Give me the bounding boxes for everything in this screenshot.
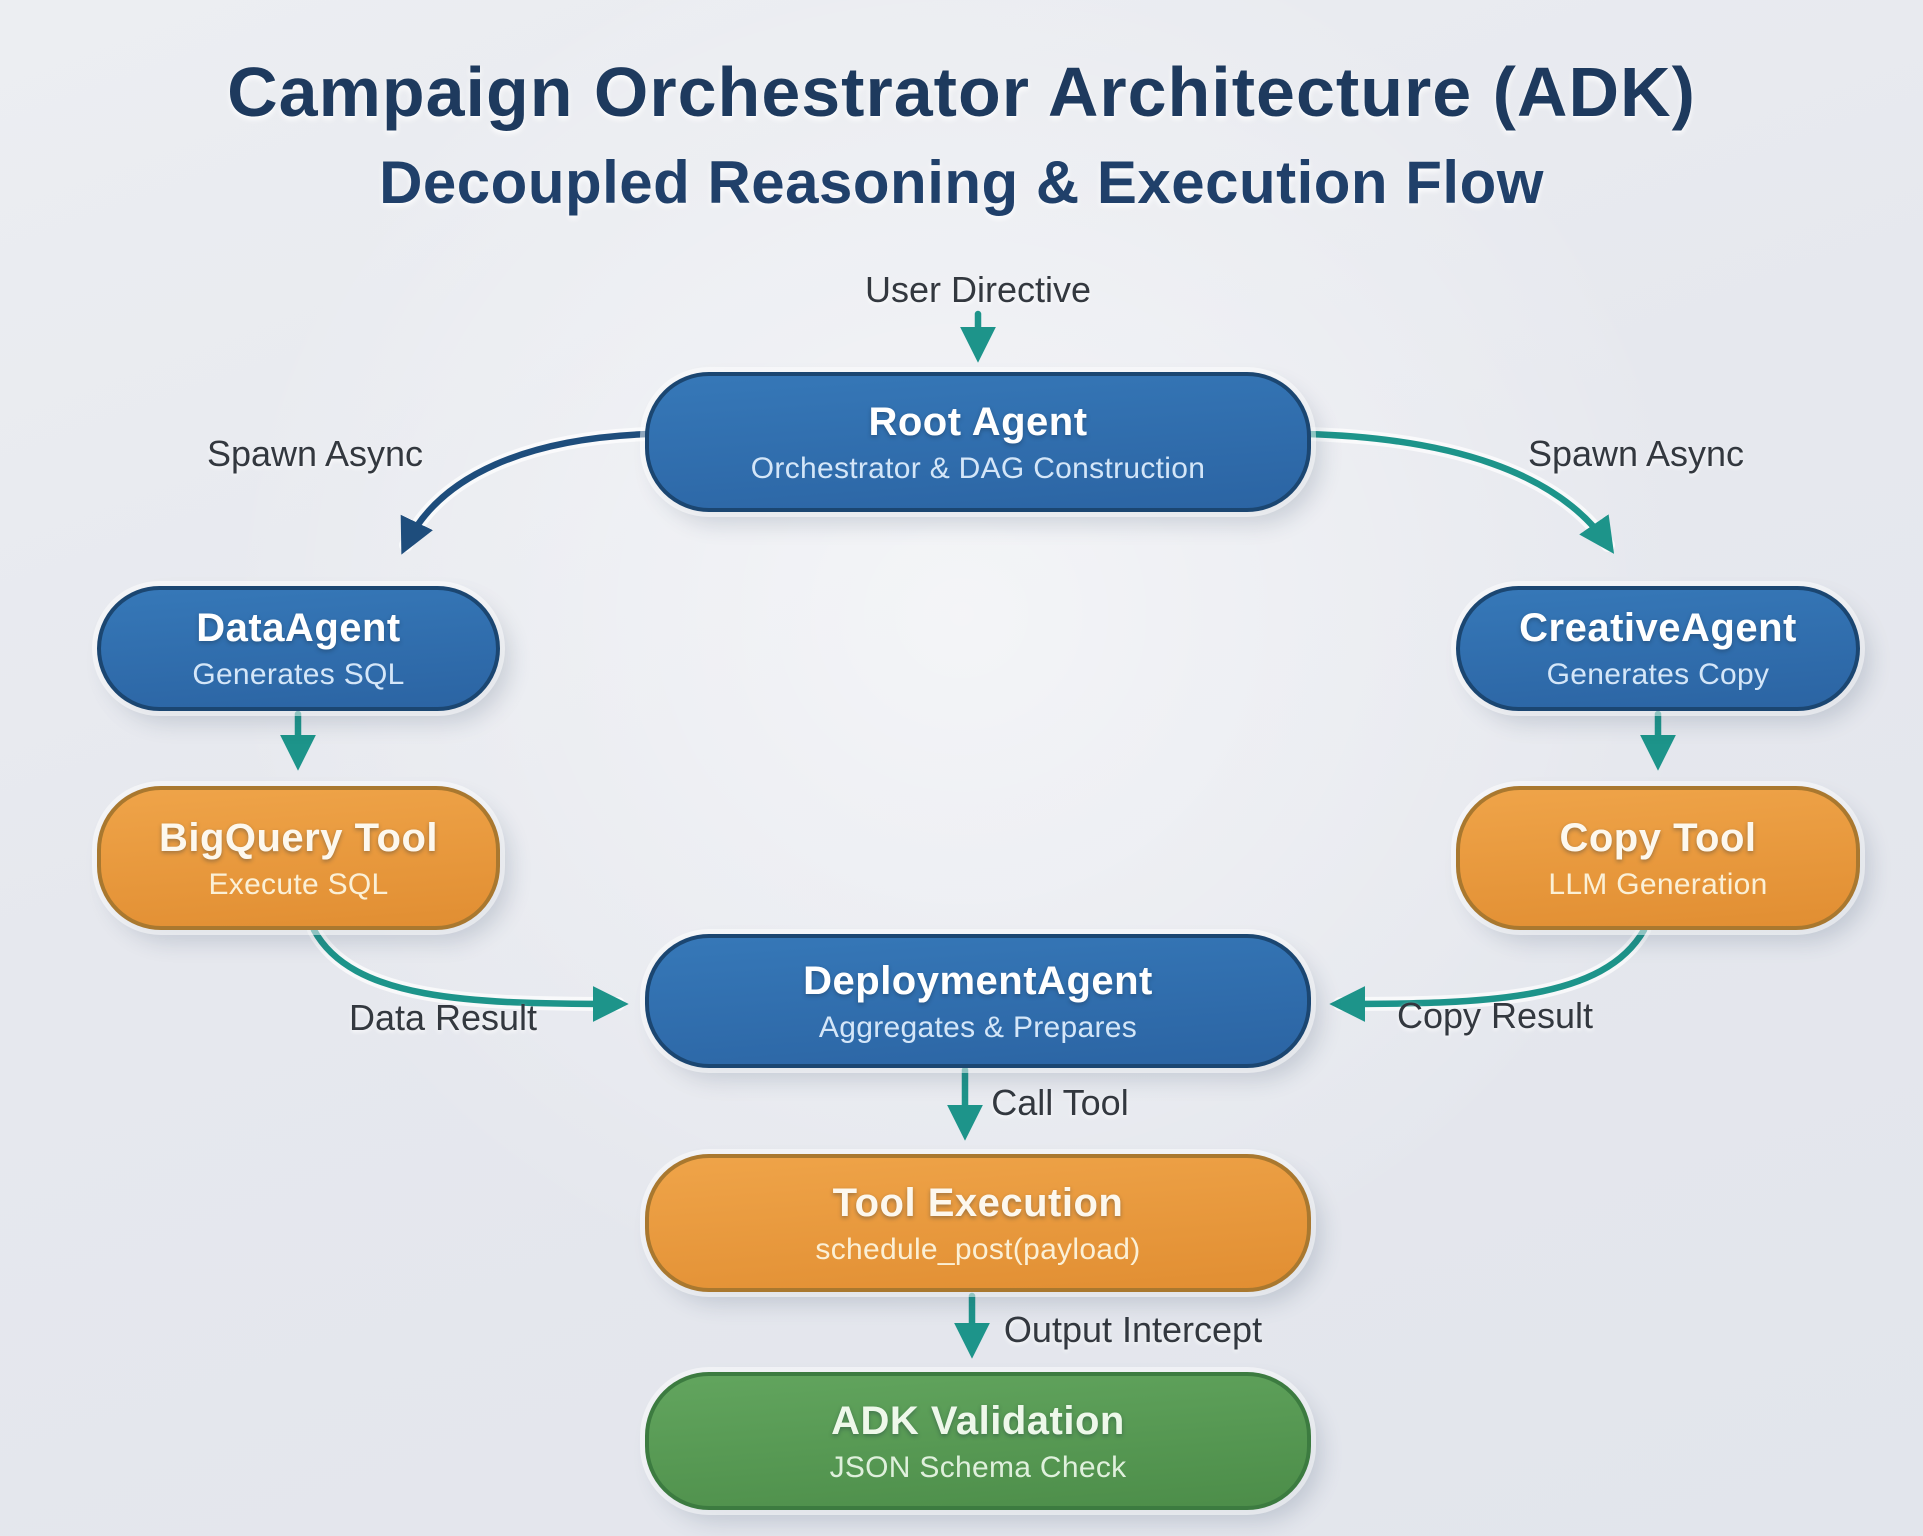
node-root-agent: Root Agent Orchestrator & DAG Constructi… — [645, 372, 1311, 512]
edge-spawn-async-left — [400, 430, 654, 555]
node-data-agent-title: DataAgent — [196, 606, 401, 650]
edge-label-spawn-async-right: Spawn Async — [1527, 433, 1745, 474]
node-deployment-agent-subtitle: Aggregates & Prepares — [818, 1010, 1138, 1044]
node-data-agent-subtitle: Generates SQL — [192, 658, 405, 691]
node-bigquery-tool-title: BigQuery Tool — [158, 815, 439, 860]
node-creative-agent-title: CreativeAgent — [1519, 606, 1797, 650]
node-creative-agent: CreativeAgent Generates Copy — [1456, 586, 1860, 711]
node-copy-tool-title: Copy Tool — [1559, 815, 1757, 860]
node-data-agent: DataAgent Generates SQL — [97, 586, 500, 711]
node-copy-tool-subtitle: LLM Generation — [1548, 867, 1768, 901]
node-root-agent-title: Root Agent — [868, 399, 1088, 444]
edge-label-call-tool: Call Tool — [991, 1082, 1129, 1123]
node-adk-validation-title: ADK Validation — [831, 1398, 1125, 1443]
page-title: Campaign Orchestrator Architecture (ADK) — [227, 53, 1696, 131]
edge-copy-result — [1329, 926, 1648, 1022]
edge-halo-data-result — [307, 923, 625, 1011]
edge-label-spawn-async-left: Spawn Async — [206, 433, 424, 474]
edge-label-user-directive: User Directive — [864, 269, 1092, 310]
node-creative-agent-subtitle: Generates Copy — [1546, 658, 1770, 691]
edge-label-copy-result: Copy Result — [1396, 995, 1594, 1036]
node-copy-tool: Copy Tool LLM Generation — [1456, 786, 1860, 930]
node-adk-validation: ADK Validation JSON Schema Check — [645, 1372, 1311, 1510]
node-tool-execution-title: Tool Execution — [832, 1180, 1124, 1225]
node-bigquery-tool: BigQuery Tool Execute SQL — [97, 786, 500, 930]
edge-label-data-result: Data Result — [348, 997, 538, 1038]
node-deployment-agent: DeploymentAgent Aggregates & Prepares — [645, 934, 1311, 1068]
node-bigquery-tool-subtitle: Execute SQL — [208, 867, 389, 901]
node-root-agent-subtitle: Orchestrator & DAG Construction — [750, 451, 1206, 485]
edge-spawn-async-right — [1302, 430, 1615, 554]
node-adk-validation-subtitle: JSON Schema Check — [829, 1450, 1127, 1484]
node-deployment-agent-title: DeploymentAgent — [803, 958, 1153, 1003]
edge-halo-copy-result — [1333, 923, 1651, 1011]
edge-label-output-intercept: Output Intercept — [1003, 1309, 1263, 1350]
node-tool-execution: Tool Execution schedule_post(payload) — [645, 1154, 1311, 1292]
edge-data-result — [310, 926, 629, 1022]
node-tool-execution-subtitle: schedule_post(payload) — [815, 1232, 1141, 1266]
page-subtitle: Decoupled Reasoning & Execution Flow — [379, 149, 1544, 216]
